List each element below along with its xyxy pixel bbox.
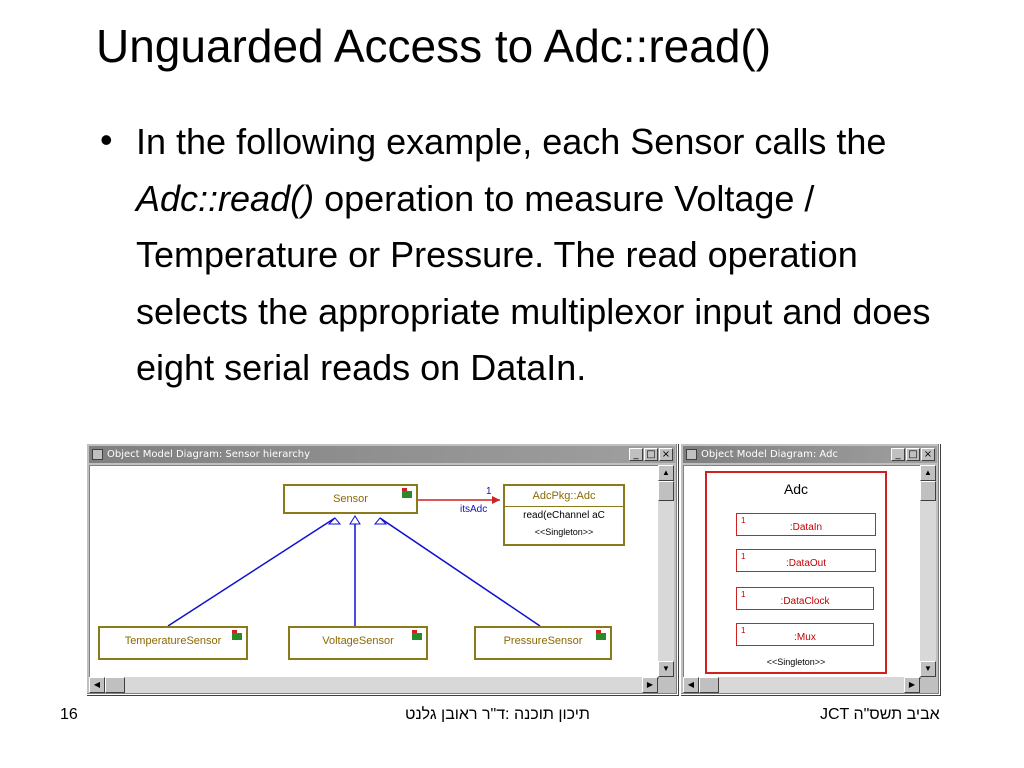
slide-title: Unguarded Access to Adc::read() <box>96 20 772 72</box>
footer-institution: JCT אביב תשס"ה <box>820 706 940 723</box>
adc-class-stereotype: <<Singleton>> <box>534 527 594 537</box>
window-titlebar[interactable]: Object Model Diagram: Sensor hierarchy _… <box>89 446 675 463</box>
adc-window[interactable]: Object Model Diagram: Adc _ □ × Adc 1 :D… <box>680 443 940 695</box>
sensor-hierarchy-window[interactable]: Object Model Diagram: Sensor hierarchy _… <box>86 443 678 695</box>
horizontal-scrollbar[interactable]: ◀ ▶ <box>89 677 658 693</box>
sensor-class[interactable]: Sensor <box>283 484 418 514</box>
minimize-button[interactable]: _ <box>629 448 643 461</box>
association-role-label: itsAdc <box>460 504 488 515</box>
part-name: :Mux <box>794 632 816 643</box>
scroll-up-button[interactable]: ▲ <box>920 465 936 481</box>
adc-class-title: Adc <box>783 481 809 497</box>
bullet-paragraph: In the following example, each Sensor ca… <box>136 114 936 397</box>
part-name: :DataIn <box>789 522 823 533</box>
scroll-right-button[interactable]: ▶ <box>904 677 920 693</box>
sensor-class-label: Sensor <box>333 493 368 505</box>
bullet-text-pre: In the following example, each Sensor ca… <box>136 121 887 162</box>
adc-class-operation: read(eChannel aC <box>523 510 605 521</box>
footer-author: תיכון תוכנה :ד"ר ראובן גלנט <box>405 706 590 723</box>
part-dataout[interactable]: 1 :DataOut <box>736 549 876 572</box>
vertical-scrollbar[interactable]: ▲ ▼ <box>920 465 936 677</box>
class-icon <box>232 630 242 640</box>
window-menu-icon[interactable] <box>686 449 697 460</box>
part-multiplicity: 1 <box>741 626 746 635</box>
vertical-scroll-thumb[interactable] <box>920 481 936 501</box>
diagram-canvas[interactable]: 1 itsAdc Sensor AdcPkg::Adc read(eChanne… <box>89 465 659 679</box>
part-multiplicity: 1 <box>741 516 746 525</box>
adc-stereotype: <<Singleton>> <box>766 657 826 667</box>
scroll-right-button[interactable]: ▶ <box>642 677 658 693</box>
close-button[interactable]: × <box>659 448 673 461</box>
diagram-connectors <box>167 496 541 627</box>
horizontal-scroll-thumb[interactable] <box>699 677 719 693</box>
maximize-button[interactable]: □ <box>644 448 658 461</box>
temperature-sensor-class[interactable]: TemperatureSensor <box>98 626 248 660</box>
window-titlebar[interactable]: Object Model Diagram: Adc _ □ × <box>683 446 937 463</box>
part-multiplicity: 1 <box>741 552 746 561</box>
scroll-left-button[interactable]: ◀ <box>683 677 699 693</box>
class-icon <box>596 630 606 640</box>
part-dataclock[interactable]: 1 :DataClock <box>736 587 874 610</box>
diagram-canvas[interactable]: Adc 1 :DataIn 1 :DataOut 1 :DataClock 1 … <box>683 465 921 679</box>
bullet-text-emphasis: Adc::read() <box>136 177 315 219</box>
maximize-button[interactable]: □ <box>906 448 920 461</box>
pressure-sensor-class[interactable]: PressureSensor <box>474 626 612 660</box>
window-title: Object Model Diagram: Sensor hierarchy <box>107 449 311 460</box>
scroll-up-button[interactable]: ▲ <box>658 465 674 481</box>
window-menu-icon[interactable] <box>92 449 103 460</box>
scroll-down-button[interactable]: ▼ <box>920 661 936 677</box>
vertical-scroll-thumb[interactable] <box>658 481 674 501</box>
adc-class[interactable]: AdcPkg::Adc read(eChannel aC <<Singleton… <box>503 484 625 546</box>
part-name: :DataOut <box>785 558 827 569</box>
part-name: :DataClock <box>780 596 830 607</box>
close-button[interactable]: × <box>921 448 935 461</box>
part-datain[interactable]: 1 :DataIn <box>736 513 876 536</box>
voltage-sensor-label: VoltageSensor <box>322 635 394 647</box>
temperature-sensor-label: TemperatureSensor <box>124 635 222 647</box>
bullet-text-post: operation to measure Voltage / Temperatu… <box>136 177 931 389</box>
minimize-button[interactable]: _ <box>891 448 905 461</box>
class-icon <box>402 488 412 498</box>
association-multiplicity: 1 <box>486 486 492 497</box>
horizontal-scroll-thumb[interactable] <box>105 677 125 693</box>
scroll-down-button[interactable]: ▼ <box>658 661 674 677</box>
scroll-left-button[interactable]: ◀ <box>89 677 105 693</box>
pressure-sensor-label: PressureSensor <box>503 635 583 647</box>
part-multiplicity: 1 <box>741 590 746 599</box>
voltage-sensor-class[interactable]: VoltageSensor <box>288 626 428 660</box>
class-icon <box>412 630 422 640</box>
window-title: Object Model Diagram: Adc <box>701 449 838 460</box>
vertical-scrollbar[interactable]: ▲ ▼ <box>658 465 674 677</box>
page-number: 16 <box>60 706 78 723</box>
adc-class-name: AdcPkg::Adc <box>505 486 623 507</box>
horizontal-scrollbar[interactable]: ◀ ▶ <box>683 677 920 693</box>
adc-composite-class[interactable]: Adc 1 :DataIn 1 :DataOut 1 :DataClock 1 … <box>705 471 887 674</box>
bullet-marker: • <box>100 119 113 160</box>
part-mux[interactable]: 1 :Mux <box>736 623 874 646</box>
